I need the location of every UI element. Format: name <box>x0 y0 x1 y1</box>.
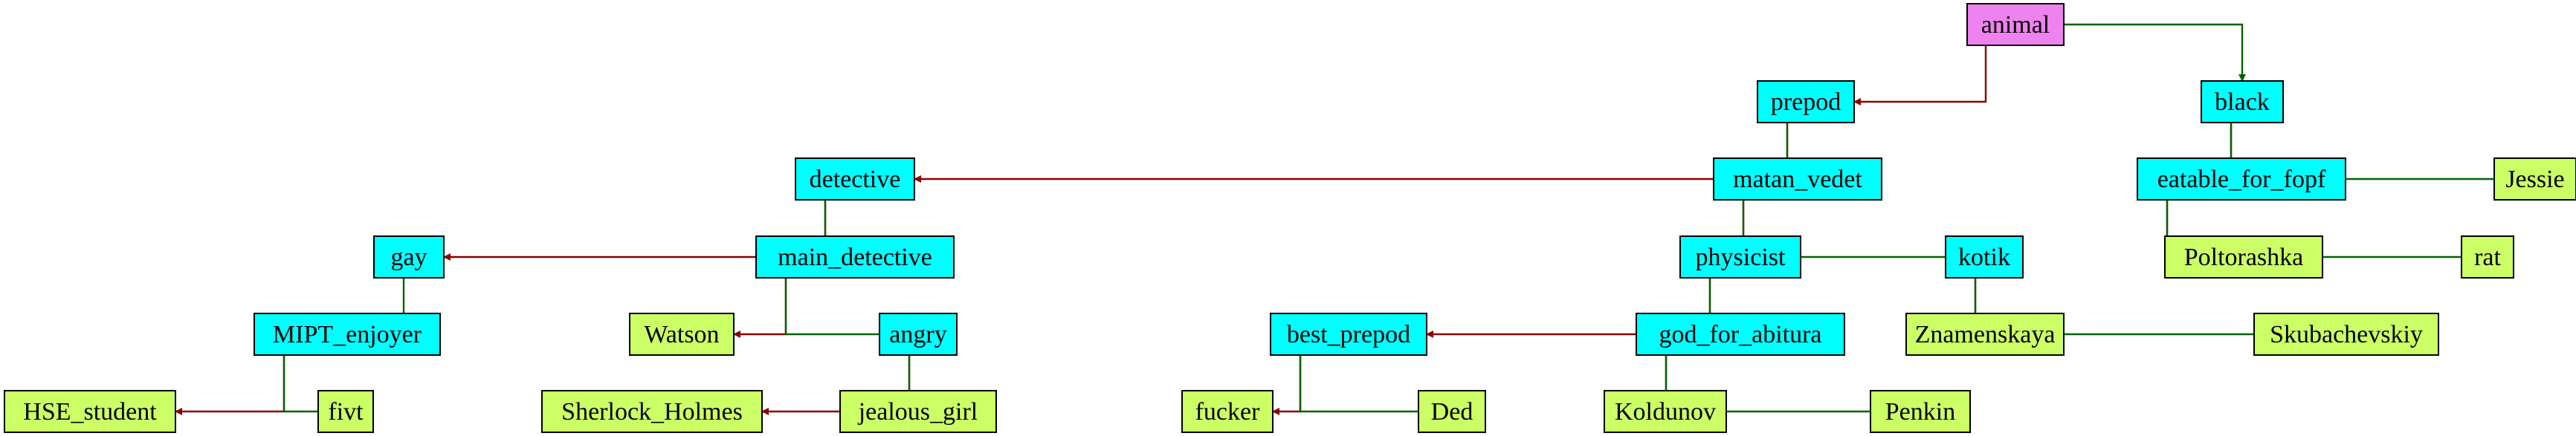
node-label: angry <box>889 321 946 348</box>
node-box <box>879 313 958 356</box>
node-box <box>629 313 735 356</box>
node-angry: angry <box>879 313 958 356</box>
node-label: jealous_girl <box>858 398 978 426</box>
node-box <box>1905 313 2065 356</box>
edge-best-prepod-to-fucker <box>1272 355 1302 415</box>
node-label: MIPT_enjoyer <box>273 321 422 348</box>
node-box <box>1636 313 1845 356</box>
node-box <box>2201 80 2284 123</box>
node-box <box>1181 390 1274 433</box>
node-koldunov: Koldunov <box>1604 390 1727 433</box>
node-penkin: Penkin <box>1870 390 1971 433</box>
node-label: matan_vedet <box>1733 166 1862 193</box>
node-main-detective: main_detective <box>755 235 955 279</box>
node-label: HSE_student <box>23 398 157 426</box>
nodes-layer: animal prepod black detective matan_vedet eat… <box>4 3 2576 433</box>
node-physicist: physicist <box>1679 235 1801 279</box>
node-sherlock-holmes: Sherlock_Holmes <box>541 390 763 433</box>
node-label: prepod <box>1771 88 1841 116</box>
node-label: fucker <box>1195 398 1261 426</box>
edge-prepod-to-detective <box>914 123 1789 183</box>
node-box <box>2461 235 2514 279</box>
node-label: rat <box>2474 244 2501 271</box>
node-jessie: Jessie <box>2493 157 2576 201</box>
node-label: black <box>2215 88 2270 116</box>
node-label: main_detective <box>778 244 932 271</box>
node-label: eatable_for_fopf <box>2157 166 2326 193</box>
node-fucker: fucker <box>1181 390 1274 433</box>
node-label: animal <box>1981 11 2050 39</box>
node-mipt-enjoyer: MIPT_enjoyer <box>254 313 441 356</box>
node-god-for-abitura: god_for_abitura <box>1636 313 1845 356</box>
node-box <box>1945 235 2024 279</box>
node-box <box>1270 313 1427 356</box>
node-label: best_prepod <box>1287 321 1410 348</box>
node-label: Jessie <box>2505 166 2564 193</box>
node-watson: Watson <box>629 313 735 356</box>
node-box <box>755 235 955 279</box>
node-box <box>2253 313 2439 356</box>
node-jealous-girl: jealous_girl <box>839 390 997 433</box>
node-poltorashka: Poltorashka <box>2164 235 2323 279</box>
node-box <box>1966 3 2065 46</box>
node-best-prepod: best_prepod <box>1270 313 1427 356</box>
node-matan-vedet: matan_vedet <box>1713 157 1882 201</box>
node-label: fivt <box>328 398 364 426</box>
node-box <box>1418 390 1486 433</box>
node-label: Sherlock_Holmes <box>561 398 743 426</box>
node-label: gay <box>390 244 427 271</box>
node-box <box>2164 235 2323 279</box>
node-box <box>1870 390 1971 433</box>
node-label: god_for_abitura <box>1659 321 1821 348</box>
node-kotik: kotik <box>1945 235 2024 279</box>
node-label: Penkin <box>1885 398 1955 426</box>
node-skubachevskiy: Skubachevskiy <box>2253 313 2439 356</box>
node-rat: rat <box>2461 235 2514 279</box>
node-label: Skubachevskiy <box>2270 321 2423 348</box>
node-label: detective <box>810 166 901 193</box>
node-label: Poltorashka <box>2184 244 2304 271</box>
node-znamenskaya: Znamenskaya <box>1905 313 2065 356</box>
node-prepod: prepod <box>1757 80 1855 123</box>
node-eatable-for-fopf: eatable_for_fopf <box>2137 157 2346 201</box>
node-label: Ded <box>1431 398 1473 426</box>
node-box <box>1604 390 1727 433</box>
node-label: Watson <box>644 321 719 348</box>
node-box <box>317 390 374 433</box>
node-label: kotik <box>1958 244 2010 271</box>
node-box <box>2493 157 2576 201</box>
node-box <box>541 390 763 433</box>
edge-animal-to-black <box>2064 23 2246 82</box>
node-detective: detective <box>795 157 915 201</box>
node-box <box>795 157 915 201</box>
node-fivt: fivt <box>317 390 374 433</box>
node-box <box>2137 157 2346 201</box>
node-black: black <box>2201 80 2284 123</box>
node-ded: Ded <box>1418 390 1486 433</box>
node-label: Znamenskaya <box>1915 321 2056 348</box>
node-box <box>839 390 997 433</box>
node-hse-student: HSE_student <box>4 390 176 433</box>
node-box <box>254 313 441 356</box>
node-box <box>1757 80 1855 123</box>
node-box <box>1679 235 1801 279</box>
node-animal: animal <box>1966 3 2065 46</box>
edge-main-detective-to-watson <box>733 278 787 338</box>
edge-animal-to-prepod <box>1853 45 1987 105</box>
node-gay: gay <box>373 235 445 279</box>
node-label: physicist <box>1696 244 1786 271</box>
edge-mipt-enjoyer-to-hse-student <box>175 355 285 415</box>
node-box <box>1713 157 1882 201</box>
node-box <box>373 235 445 279</box>
node-box <box>4 390 176 433</box>
node-label: Koldunov <box>1615 398 1716 426</box>
